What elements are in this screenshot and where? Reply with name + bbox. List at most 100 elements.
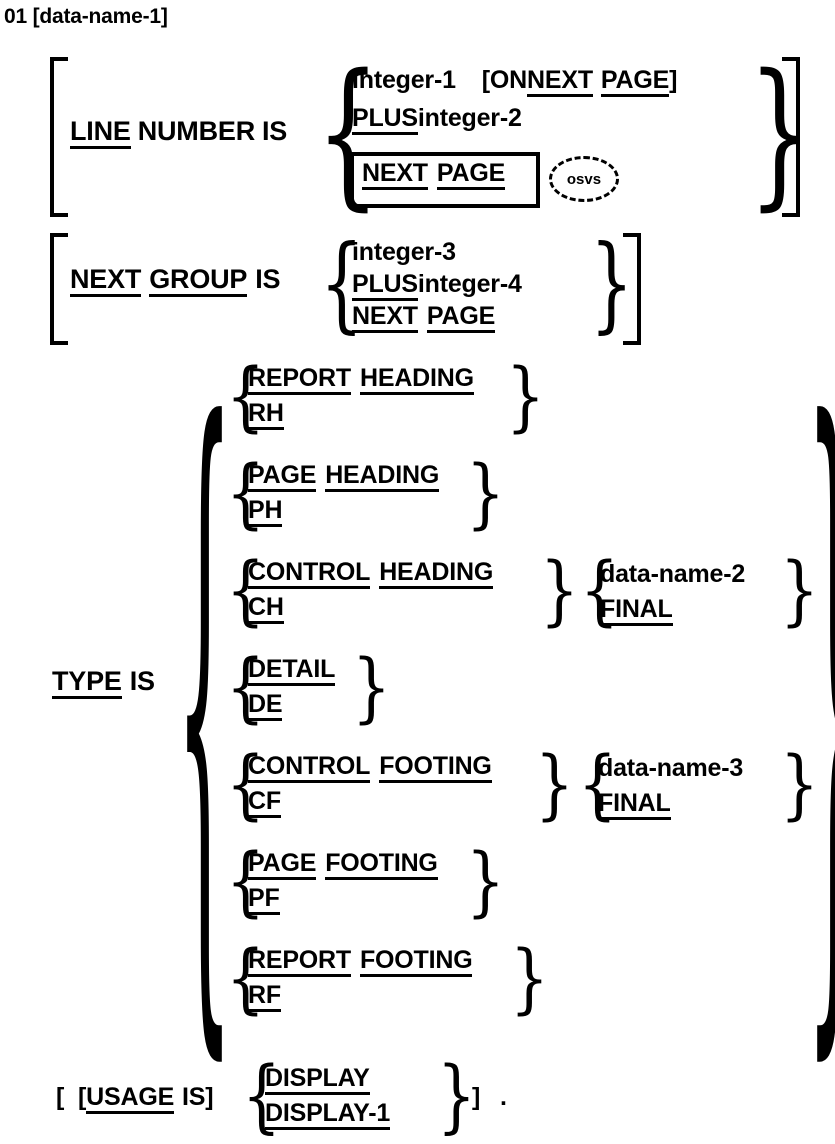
row5-word-2: FOOTING xyxy=(379,754,492,783)
usage-outer-close-bracket-glyph: ] xyxy=(472,1083,481,1111)
final-keyword-2: FINAL xyxy=(598,791,671,820)
page-title: 01 [data-name-1] xyxy=(4,5,168,28)
next-group-close-bracket-icon xyxy=(623,233,641,345)
line-number-close-bracket-icon xyxy=(782,57,800,217)
row5-word-1: CONTROL xyxy=(248,754,370,783)
row2-close-brace-icon: } xyxy=(466,448,505,537)
row2-open-brace-icon: { xyxy=(226,448,265,537)
plus-keyword-2: PLUS xyxy=(352,272,418,301)
row4-open-brace-icon: { xyxy=(226,642,265,731)
row3-qual-open-brace-icon: { xyxy=(580,545,619,634)
next-group-option-integer-3: integer-3 xyxy=(352,240,456,265)
row5-long-form: CONTROL FOOTING xyxy=(248,754,492,783)
row1-word-1: REPORT xyxy=(248,366,351,395)
plus-keyword: PLUS xyxy=(352,106,418,135)
row3-abbrev: CH xyxy=(248,595,284,624)
line-number-close-brace-icon: } xyxy=(748,41,813,226)
row3-word-2: HEADING xyxy=(379,560,493,589)
usage-outer-open-bracket-glyph: [ xyxy=(56,1083,65,1111)
integer-2-text: integer-2 xyxy=(417,104,522,132)
row2-word-2: HEADING xyxy=(325,463,439,492)
row3-long-form: CONTROL HEADING xyxy=(248,560,493,589)
integer-1-text: integer-1 xyxy=(352,66,456,94)
row4-close-brace-icon: } xyxy=(352,642,391,731)
type-open-brace-icon: { xyxy=(176,290,234,1118)
on-next-page-open: [ON xyxy=(481,66,528,94)
on-next-page-next: NEXT xyxy=(527,68,593,97)
data-name-3-text: data-name-3 xyxy=(598,754,744,782)
osvs-annotation-bubble: osvs xyxy=(549,156,619,202)
row5-short-form: CF xyxy=(248,789,281,818)
next-page-box xyxy=(350,152,540,208)
period-glyph: . xyxy=(500,1083,507,1111)
row4-short-form: DE xyxy=(248,692,283,721)
row5-qualifier-second: FINAL xyxy=(598,791,671,820)
display-option-text: DISPLAY xyxy=(265,1066,370,1095)
on-next-page-page: PAGE xyxy=(600,68,669,97)
next-keyword: NEXT xyxy=(70,266,141,297)
row2-long-form: PAGE HEADING xyxy=(248,463,439,492)
row1-short-form: RH xyxy=(248,401,284,430)
usage-outer-open-bracket: [ xyxy=(56,1085,64,1110)
ng-page-word: PAGE xyxy=(426,304,495,333)
type-is-word: IS xyxy=(129,666,155,696)
next-group-option-plus-integer-4: PLUS integer-4 xyxy=(352,272,522,301)
row4-long-form: DETAIL xyxy=(248,657,335,686)
usage-open-brace-icon: { xyxy=(242,1049,281,1142)
line-number-option-next-page: NEXT PAGE xyxy=(362,161,505,190)
row7-close-brace-icon: } xyxy=(510,933,549,1022)
usage-is-word: IS xyxy=(182,1083,206,1111)
row1-word-2: HEADING xyxy=(359,366,474,395)
row6-abbrev: PF xyxy=(248,886,280,915)
integer-4-text: integer-4 xyxy=(417,270,522,298)
group-keyword: GROUP xyxy=(149,266,247,297)
row2-short-form: PH xyxy=(248,498,283,527)
row3-qualifier-second: FINAL xyxy=(600,597,673,626)
row5-open-brace-icon: { xyxy=(226,739,265,828)
row3-close-brace-icon: } xyxy=(540,545,579,634)
row7-abbrev: RF xyxy=(248,983,281,1012)
line-number-open-bracket-icon xyxy=(50,57,68,217)
integer-3-text: integer-3 xyxy=(352,238,456,266)
next-group-open-bracket-icon xyxy=(50,233,68,345)
next-group-close-brace-icon: } xyxy=(590,222,634,344)
row3-qualifier-first: data-name-2 xyxy=(600,562,745,587)
next-group-label: NEXT GROUP IS xyxy=(70,264,281,297)
on-next-page-close: ] xyxy=(669,66,678,94)
final-keyword-1: FINAL xyxy=(600,597,673,626)
row7-short-form: RF xyxy=(248,983,281,1012)
boxed-next-word: NEXT xyxy=(362,161,428,190)
row2-word-1: PAGE xyxy=(248,463,316,492)
data-name-2-text: data-name-2 xyxy=(600,560,746,588)
next-group-is-word: IS xyxy=(255,264,281,294)
usage-close-brace-icon: } xyxy=(437,1049,476,1142)
type-keyword: TYPE xyxy=(52,668,122,699)
row3-qual-close-brace-icon: } xyxy=(780,545,819,634)
usage-inner-close-bracket-glyph: ] xyxy=(205,1083,214,1111)
row3-short-form: CH xyxy=(248,595,284,624)
row1-abbrev: RH xyxy=(248,401,284,430)
next-group-open-brace-icon: { xyxy=(320,222,364,344)
row5-qualifier-first: data-name-3 xyxy=(598,756,743,781)
usage-inner-open-bracket-glyph: [ xyxy=(78,1083,87,1111)
row6-word-2: FOOTING xyxy=(325,851,438,880)
row5-close-brace-icon: } xyxy=(535,739,574,828)
row3-word-1: CONTROL xyxy=(248,560,370,589)
osvs-label: osvs xyxy=(566,170,602,188)
usage-option-display: DISPLAY xyxy=(265,1066,370,1095)
row1-long-form: REPORT HEADING xyxy=(248,366,474,395)
display-1-option-text: DISPLAY-1 xyxy=(265,1101,390,1130)
usage-outer-close-bracket: ] xyxy=(472,1085,480,1110)
row4-abbrev: DE xyxy=(248,692,283,721)
row7-open-brace-icon: { xyxy=(226,933,265,1022)
row6-open-brace-icon: { xyxy=(226,836,265,925)
boxed-page-word: PAGE xyxy=(436,161,505,190)
row1-open-brace-icon: { xyxy=(226,351,265,440)
statement-terminator: . xyxy=(500,1085,507,1110)
